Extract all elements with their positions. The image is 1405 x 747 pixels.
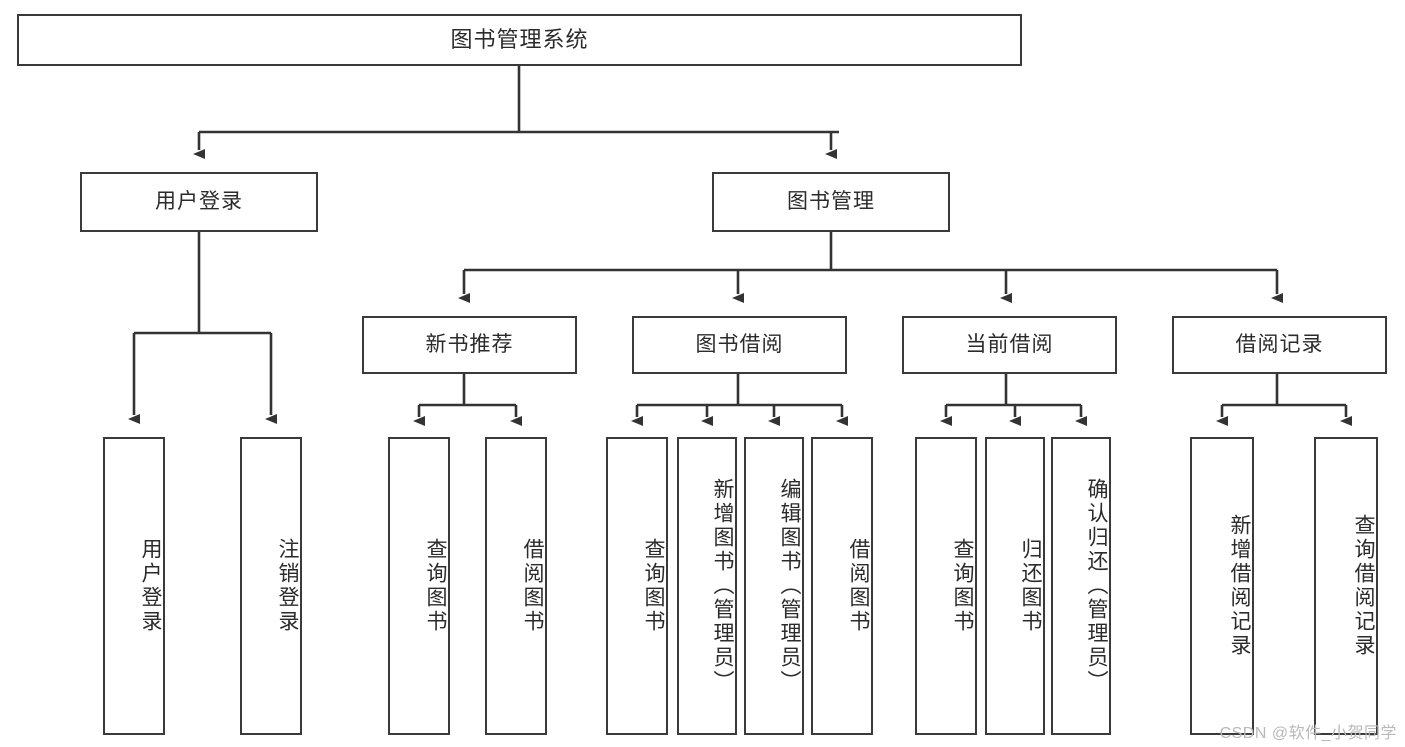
node-book-manage[interactable]: 图书管理 bbox=[712, 172, 950, 232]
node-leaf-edit-book-admin[interactable]: 编辑图书（管理员） bbox=[744, 437, 804, 735]
node-leaf-edit-book-admin-label: 编辑图书（管理员） bbox=[778, 478, 801, 694]
node-user-login-label: 用户登录 bbox=[155, 190, 243, 214]
node-leaf-confirm-return-admin-label: 确认归还（管理员） bbox=[1085, 478, 1108, 694]
node-leaf-query-borrow-record[interactable]: 查询借阅记录 bbox=[1314, 437, 1378, 735]
node-leaf-query-book-2[interactable]: 查询图书 bbox=[606, 437, 668, 735]
node-leaf-add-book-admin[interactable]: 新增图书（管理员） bbox=[677, 437, 737, 735]
node-leaf-query-book-1[interactable]: 查询图书 bbox=[388, 437, 450, 735]
node-leaf-logout-login[interactable]: 注销登录 bbox=[240, 437, 302, 735]
node-leaf-query-borrow-record-label: 查询借阅记录 bbox=[1352, 514, 1375, 658]
node-leaf-add-borrow-record-label: 新增借阅记录 bbox=[1228, 514, 1251, 658]
node-leaf-user-login-label: 用户登录 bbox=[139, 538, 162, 634]
node-root[interactable]: 图书管理系统 bbox=[17, 14, 1022, 66]
node-book-borrow[interactable]: 图书借阅 bbox=[632, 316, 847, 374]
node-book-borrow-label: 图书借阅 bbox=[695, 333, 784, 357]
node-leaf-add-book-admin-label: 新增图书（管理员） bbox=[711, 478, 734, 694]
node-leaf-query-book-3[interactable]: 查询图书 bbox=[915, 437, 977, 735]
node-leaf-borrow-book-2[interactable]: 借阅图书 bbox=[811, 437, 873, 735]
node-leaf-confirm-return-admin[interactable]: 确认归还（管理员） bbox=[1051, 437, 1111, 735]
node-leaf-logout-login-label: 注销登录 bbox=[276, 538, 299, 634]
csdn-watermark: CSDN @软件_小贺同学 bbox=[1219, 725, 1397, 742]
node-leaf-borrow-book-1-label: 借阅图书 bbox=[521, 538, 544, 634]
node-new-book-recommend[interactable]: 新书推荐 bbox=[362, 316, 577, 374]
node-root-label: 图书管理系统 bbox=[450, 26, 589, 52]
node-leaf-query-book-2-label: 查询图书 bbox=[642, 538, 665, 634]
node-user-login[interactable]: 用户登录 bbox=[80, 172, 318, 232]
node-leaf-return-book-label: 归还图书 bbox=[1019, 538, 1042, 634]
node-leaf-borrow-book-2-label: 借阅图书 bbox=[847, 538, 870, 634]
node-borrow-record[interactable]: 借阅记录 bbox=[1172, 316, 1387, 374]
node-leaf-borrow-book-1[interactable]: 借阅图书 bbox=[485, 437, 547, 735]
node-leaf-user-login[interactable]: 用户登录 bbox=[103, 437, 165, 735]
node-new-book-recommend-label: 新书推荐 bbox=[425, 333, 514, 357]
node-current-borrow-label: 当前借阅 bbox=[965, 333, 1054, 357]
node-current-borrow[interactable]: 当前借阅 bbox=[902, 316, 1117, 374]
node-leaf-query-book-1-label: 查询图书 bbox=[424, 538, 447, 634]
node-leaf-return-book[interactable]: 归还图书 bbox=[985, 437, 1045, 735]
node-leaf-query-book-3-label: 查询图书 bbox=[951, 538, 974, 634]
node-borrow-record-label: 借阅记录 bbox=[1235, 333, 1324, 357]
node-book-manage-label: 图书管理 bbox=[787, 190, 875, 214]
node-leaf-add-borrow-record[interactable]: 新增借阅记录 bbox=[1190, 437, 1254, 735]
